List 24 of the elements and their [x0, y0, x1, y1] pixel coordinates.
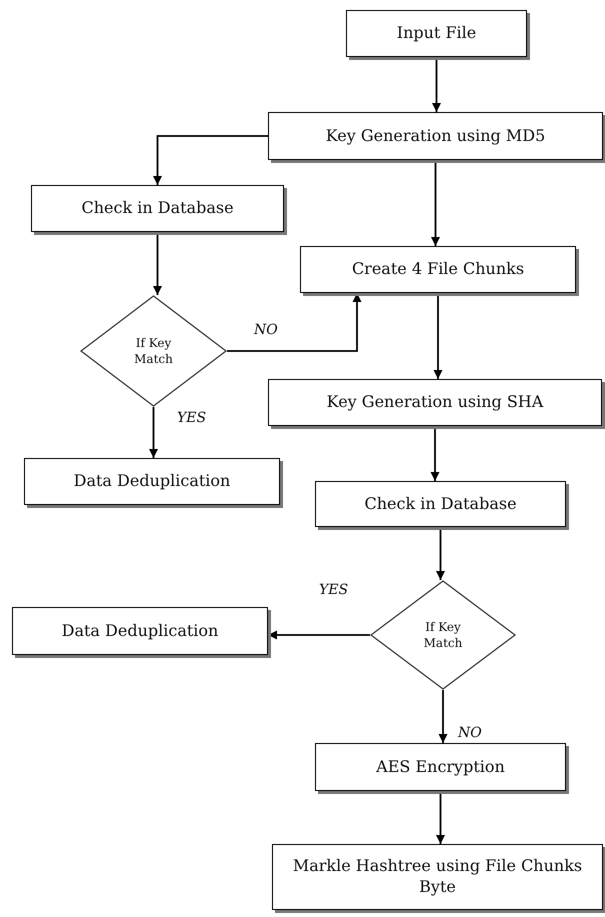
arrow: [149, 407, 158, 458]
process-box: Check in Database: [315, 481, 566, 527]
process-box: Data Deduplication: [24, 458, 280, 505]
arrow: [432, 57, 441, 112]
process-box: AES Encryption: [315, 743, 566, 791]
arrow: [436, 791, 445, 844]
process-box: Markle Hashtree using File Chunks Byte: [272, 844, 603, 910]
arrow: [430, 426, 440, 481]
process-box: Input File: [346, 10, 527, 57]
process-box: Check in Database: [31, 185, 284, 232]
process-box: Create 4 File Chunks: [300, 246, 576, 293]
process-box: Key Generation using MD5: [268, 112, 603, 160]
arrow: [153, 135, 268, 185]
arrow: [431, 160, 440, 246]
arrow: [268, 630, 370, 640]
arrow: [434, 293, 442, 379]
arrow: [153, 232, 162, 295]
arrow: [438, 690, 448, 743]
arrow: [227, 293, 362, 352]
process-box: Data Deduplication: [12, 607, 268, 655]
decision-text: If Key Match: [133, 334, 174, 368]
decision-text: If Key Match: [422, 618, 464, 652]
arrow: [436, 527, 445, 580]
process-box: Key Generation using SHA: [268, 379, 602, 426]
